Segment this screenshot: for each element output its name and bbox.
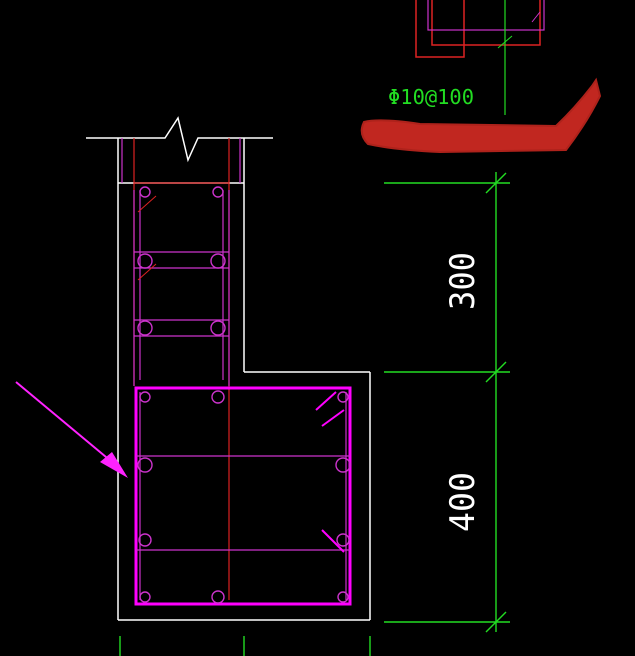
lower-hook-ticks bbox=[315, 391, 345, 553]
column-outline bbox=[117, 138, 371, 621]
lower-stirrup-box bbox=[134, 386, 352, 606]
lower-inner-stirrups bbox=[136, 392, 350, 600]
upper-rebar-dots bbox=[137, 186, 226, 336]
lower-rebar-dots bbox=[137, 390, 351, 604]
top-detail-fragment bbox=[415, 0, 545, 115]
dimension-upper: 300 bbox=[443, 252, 483, 310]
red-highlight-stroke bbox=[360, 77, 602, 154]
upper-stirrups bbox=[121, 138, 241, 386]
upper-hook-ticks bbox=[137, 195, 157, 281]
red-reference-lines bbox=[133, 138, 230, 600]
rebar-spec-label: Φ10@100 bbox=[388, 85, 474, 109]
break-line bbox=[86, 116, 273, 163]
annotation-arrow bbox=[15, 381, 128, 478]
dimension-lines bbox=[119, 172, 510, 656]
dimension-lower: 400 bbox=[443, 472, 483, 532]
